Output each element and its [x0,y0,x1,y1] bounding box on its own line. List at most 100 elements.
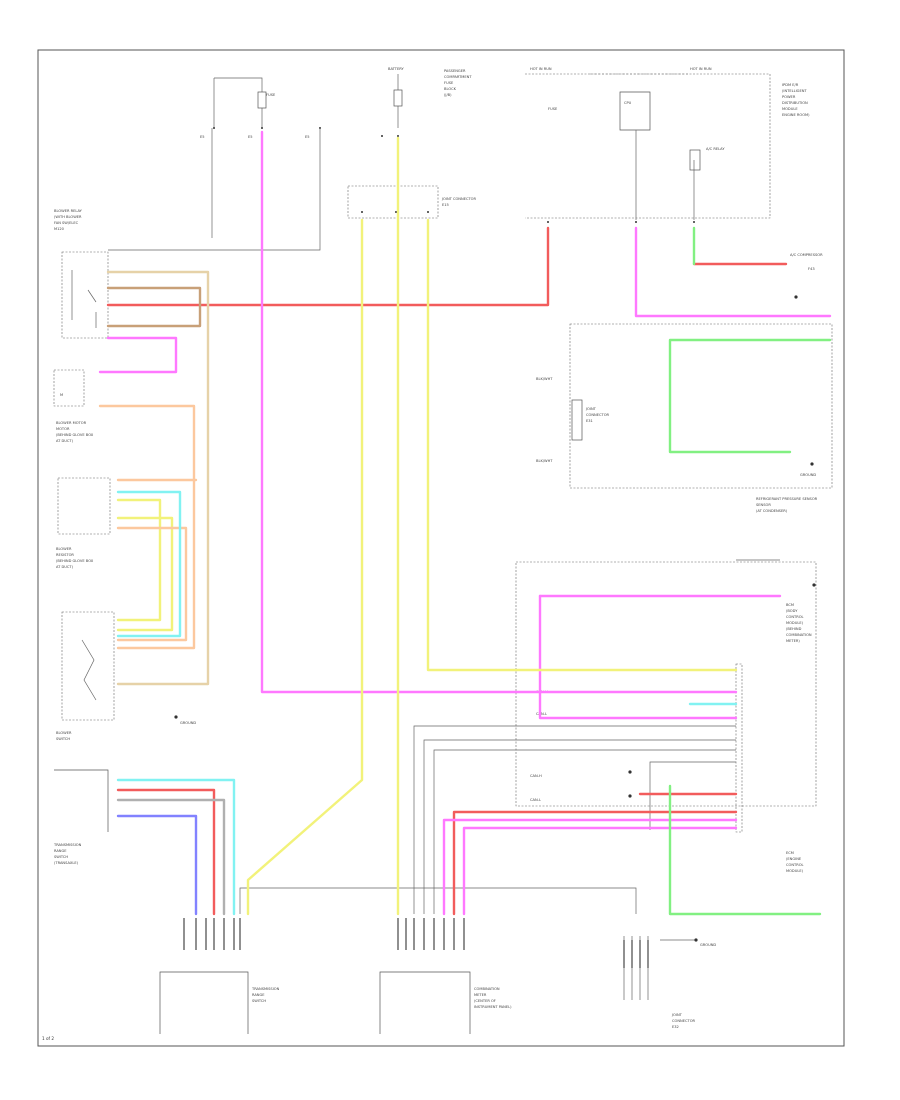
svg-text:COMPARTMENT: COMPARTMENT [444,75,472,79]
svg-text:ENGINE ROOM): ENGINE ROOM) [782,113,810,117]
blower-relay-label: BLOWER RELAY [54,209,83,213]
svg-text:PASSENGER: PASSENGER [444,69,466,73]
wire-orange-motor [98,404,196,650]
svg-text:CONTROL: CONTROL [786,863,804,867]
connector-ticks [183,918,649,968]
wire-yellow-switch-1 [116,498,162,622]
svg-text:AT DUCT): AT DUCT) [56,565,74,569]
svg-text:(INTELLIGENT: (INTELLIGENT [782,89,807,93]
svg-text:BLK/WHT: BLK/WHT [536,459,553,463]
bcm-label: BCM [786,603,794,607]
svg-text:BLOWER: BLOWER [56,731,72,735]
svg-text:FAN SW/ELEC: FAN SW/ELEC [54,221,79,225]
wire-pink-relay [98,336,178,374]
wire-pink-ecm-2 [462,826,738,916]
wire-pink-ipdm [634,226,832,318]
svg-text:HOT IN RUN: HOT IN RUN [690,67,712,71]
junction-connector-top: JOINT CONNECTOR E15 [347,185,476,219]
svg-text:AT DUCT): AT DUCT) [56,439,74,443]
ecm-module: ECM (ENGINE CONTROL MODULE) CAN-H CAN-L … [530,663,804,873]
ground-3-label: GROUND [800,473,816,477]
svg-text:E31: E31 [586,419,593,423]
wire-pink-bcm [538,594,738,720]
svg-text:MODULE): MODULE) [786,621,804,625]
fuse-block-left: FUSE E5 E5 E5 [200,77,321,140]
svg-text:E5: E5 [248,135,253,139]
svg-text:CONNECTOR: CONNECTOR [586,413,610,417]
svg-text:E5: E5 [305,135,310,139]
transmission-range-switch: TRANSMISSION RANGE SWITCH (TRANSAXLE) [53,769,109,865]
wire-green-ecm [668,784,822,916]
svg-text:BLOWER: BLOWER [56,547,72,551]
svg-text:DISTRIBUTION: DISTRIBUTION [782,101,808,105]
wire-yellow-left [246,218,364,916]
svg-text:SWITCH: SWITCH [56,737,70,741]
wire-yellow-switch-2 [116,516,174,632]
svg-text:(CENTER OF: (CENTER OF [474,999,496,1003]
svg-text:(BEHIND: (BEHIND [786,627,802,631]
bottom-connector-center: COMBINATION METER (CENTER OF INSTRUMENT … [379,971,512,1034]
svg-text:FUSE: FUSE [548,107,558,111]
colored-wires [98,130,832,916]
svg-text:SENSOR: SENSOR [756,503,771,507]
svg-text:METER): METER) [786,639,800,643]
svg-text:SWITCH: SWITCH [54,855,68,859]
svg-text:BLK/WHT: BLK/WHT [536,377,553,381]
wire-brown-relay [106,286,202,328]
svg-text:INSTRUMENT PANEL): INSTRUMENT PANEL) [474,1005,512,1009]
wire-green-sensor [668,338,832,454]
svg-text:(TRANSAXLE): (TRANSAXLE) [54,861,79,865]
svg-text:(WITH BLOWER: (WITH BLOWER [54,215,82,219]
svg-text:POWER: POWER [782,95,796,99]
blower-switch: BLOWER SWITCH GROUND [56,611,196,741]
page-reference: 1 of 2 [42,1036,54,1041]
svg-text:METER: METER [474,993,487,997]
ac-compressor-label: A/C COMPRESSOR [790,253,823,257]
svg-text:CAN-L: CAN-L [530,798,541,802]
svg-text:COMBINATION: COMBINATION [474,987,500,991]
can-l-label: CAN-L [536,712,547,716]
blower-motor-label: BLOWER MOTOR [56,421,87,425]
svg-text:JOINT: JOINT [585,407,597,411]
svg-text:RANGE: RANGE [54,849,67,853]
svg-text:MODULE): MODULE) [786,869,804,873]
refrigerant-sensor: BLK/WHT BLK/WHT JOINT CONNECTOR E31 REFR… [536,323,833,513]
wire-cyan-switch [116,490,182,638]
svg-text:SWITCH: SWITCH [252,999,266,1003]
diagram-frame [37,49,845,1047]
svg-text:CONTROL: CONTROL [786,615,804,619]
svg-text:JOINT: JOINT [671,1013,683,1017]
svg-text:TRANSMISSION: TRANSMISSION [53,843,82,847]
wire-gray-trans [116,798,226,916]
ac-compressor: A/C COMPRESSOR F43 [790,253,823,299]
wire-orange-switch [116,526,188,642]
refrigerant-sensor-label: REFRIGERANT PRESSURE SENSOR [756,497,818,501]
svg-text:(J/B): (J/B) [444,93,452,97]
ground-1-label: GROUND [180,721,196,725]
svg-text:(ENGINE: (ENGINE [786,857,802,861]
svg-text:MODULE: MODULE [782,107,798,111]
wire-red-trans [116,788,216,916]
svg-text:CONNECTOR: CONNECTOR [672,1019,696,1023]
svg-text:(AT CONDENSER): (AT CONDENSER) [756,509,788,513]
svg-text:(BEHIND GLOVE BOX: (BEHIND GLOVE BOX [56,559,94,563]
svg-text:RANGE: RANGE [252,993,265,997]
svg-text:E15: E15 [442,203,449,207]
ecm-label: ECM [786,851,794,855]
wire-red-main [106,226,550,307]
bottom-connector-left: TRANSMISSION RANGE SWITCH [159,971,280,1034]
ground-2-label: GROUND [700,943,716,947]
junction-connector-label: JOINT CONNECTOR [441,197,476,201]
svg-text:CPU: CPU [624,101,632,105]
bcm-module: BCM (BODY CONTROL MODULE) (BEHIND COMBIN… [515,561,817,807]
svg-text:BATTERY: BATTERY [388,67,405,71]
wire-tan-relay [106,270,210,686]
hot-feed-label: HOT IN RUN [530,67,552,71]
svg-text:(BODY: (BODY [786,609,798,613]
ipdm-module: HOT IN RUN HOT IN RUN IPDM E/R (INTELLIG… [525,67,810,223]
svg-text:TRANSMISSION: TRANSMISSION [251,987,280,991]
svg-text:(BEHIND GLOVE BOX: (BEHIND GLOVE BOX [56,433,94,437]
wire-pink-left-main [260,130,738,694]
svg-text:MOTOR: MOTOR [56,427,70,431]
